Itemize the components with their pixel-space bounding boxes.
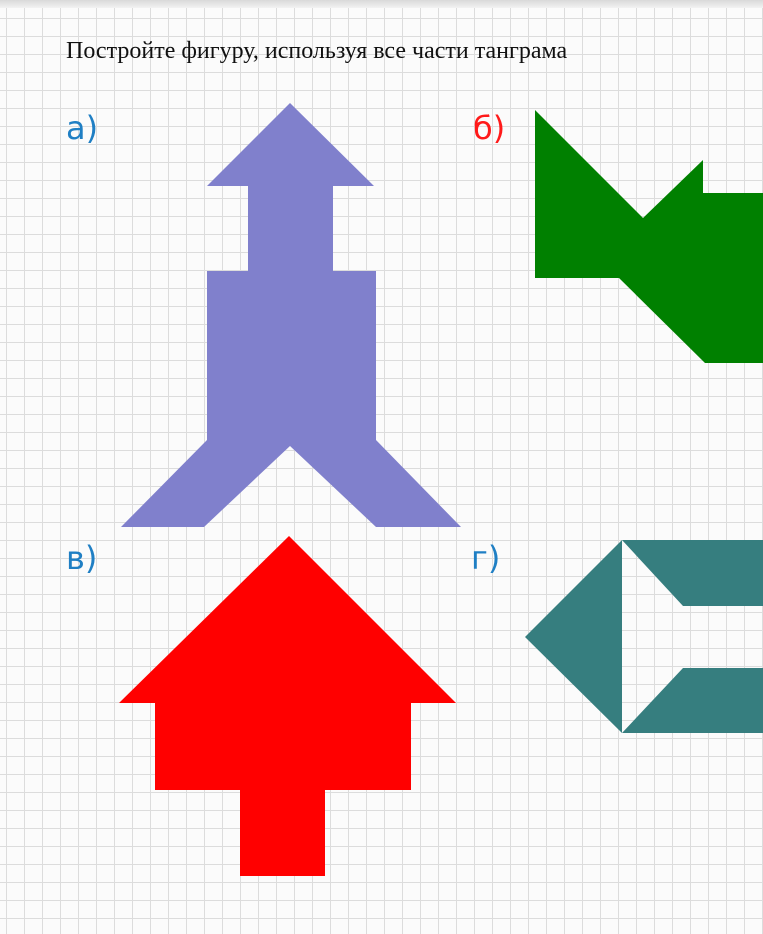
tangram-figure-b — [535, 110, 763, 363]
tangram-figure-v — [119, 536, 456, 876]
tangram-figure-g — [525, 540, 763, 733]
tangram-figure-a — [121, 103, 461, 527]
